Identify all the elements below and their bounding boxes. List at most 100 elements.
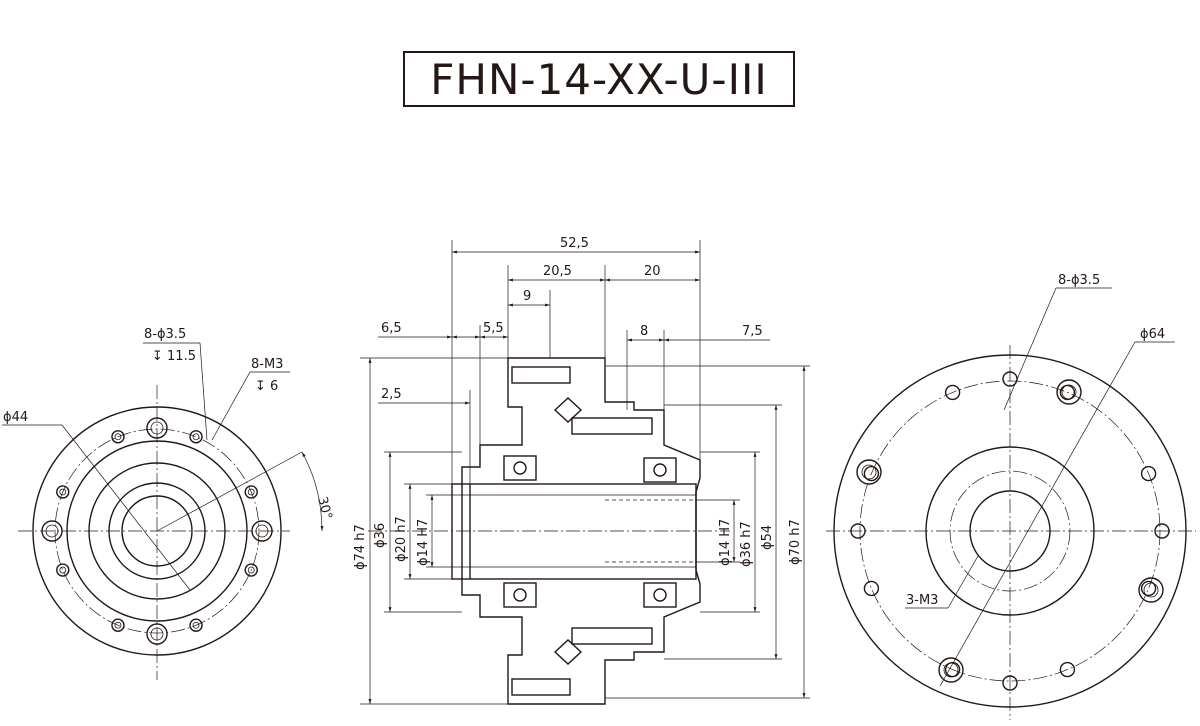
bolt-hole <box>244 563 258 577</box>
angle-arc <box>301 451 324 532</box>
leader-holes-r-diag <box>1003 287 1057 411</box>
bolt-hole-inner <box>59 566 67 574</box>
bearing <box>643 582 677 608</box>
counterbore-hole <box>146 417 168 439</box>
bolt-hole <box>111 430 125 444</box>
bolt-hole <box>189 430 203 444</box>
leader-dia64-diag <box>939 341 1136 687</box>
crossroller-top <box>553 397 583 423</box>
label-9: 9 <box>523 289 531 304</box>
bolt-hole <box>56 485 70 499</box>
bolt-hole <box>189 618 203 632</box>
mount-hole <box>1059 661 1076 678</box>
output-shaft <box>451 483 697 580</box>
bearing <box>503 582 537 608</box>
screw-top <box>571 417 653 435</box>
left-bore-outer <box>108 482 206 580</box>
left-bolt-circle <box>54 428 260 634</box>
bearing-ball <box>653 463 667 477</box>
counterbore-inner <box>255 524 269 538</box>
bolt-hole <box>111 618 125 632</box>
cap-screw-socket <box>1061 384 1077 400</box>
crossroller-bottom <box>553 639 583 665</box>
mount-hole <box>863 465 880 482</box>
right-bore <box>969 490 1051 572</box>
label-8: 8 <box>640 324 648 339</box>
mount-hole <box>1154 523 1170 539</box>
label-holes-a-depth: ↧ 11.5 <box>152 349 196 364</box>
counterbore-hole <box>146 623 168 645</box>
mount-hole <box>944 384 961 401</box>
counterbore-inner <box>150 421 164 435</box>
left-bore <box>121 495 193 567</box>
cap-screw <box>938 657 964 683</box>
bolt-hole-inner <box>247 566 255 574</box>
label-74: ϕ74 h7 <box>353 524 368 570</box>
right-hub <box>925 446 1095 616</box>
label-holes-a: 8-ϕ3.5 <box>144 327 186 342</box>
label-7-5: 7,5 <box>742 324 763 339</box>
label-52-5: 52,5 <box>560 236 589 251</box>
counterbore-inner <box>45 524 59 538</box>
bearing-ball <box>513 588 527 602</box>
cap-screw-socket <box>1143 582 1159 598</box>
right-inner-circle <box>949 470 1071 592</box>
title-box: FHN-14-XX-U-III <box>403 51 795 107</box>
mount-hole <box>1140 465 1157 482</box>
label-54: ϕ54 <box>760 525 775 550</box>
screw-bottom <box>571 627 653 645</box>
bolt-hole <box>56 563 70 577</box>
bearing <box>643 457 677 483</box>
label-5-5: 5,5 <box>483 321 504 336</box>
label-14-r: ϕ14 H7 <box>718 519 733 566</box>
left-view: ϕ44 8-ϕ3.5 ↧ 11.5 8-M3 ↧ 6 30° <box>2 327 335 680</box>
bearings <box>503 455 677 608</box>
bolt-hole-inner <box>192 621 200 629</box>
label-holes-r: 8-ϕ3.5 <box>1058 273 1100 288</box>
bolt-hole-inner <box>192 433 200 441</box>
label-36-r: ϕ36 h7 <box>739 521 754 567</box>
label-dia44: ϕ44 <box>3 410 28 425</box>
label-dia64: ϕ64 <box>1140 327 1165 342</box>
bearing-ball <box>653 588 667 602</box>
left-hub-step <box>88 462 226 600</box>
left-holes <box>41 417 273 645</box>
counterbore-hole <box>41 520 63 542</box>
leader-dia44-diag <box>61 424 191 591</box>
bolt-hole-inner <box>114 433 122 441</box>
cap-screw-socket <box>943 662 959 678</box>
label-holes-b: 8-M3 <box>251 357 283 372</box>
drawing-title: FHN-14-XX-U-III <box>430 55 768 104</box>
leader-holes-b-diag <box>211 371 251 441</box>
bolt-top <box>511 366 571 384</box>
bolt-hole-inner <box>247 488 255 496</box>
label-20: 20 <box>644 264 661 279</box>
counterbore-hole <box>251 520 273 542</box>
bearing <box>503 455 537 481</box>
right-outer <box>833 354 1187 708</box>
counterbore-inner <box>150 627 164 641</box>
section-view: 52,5 20,5 20 9 6,5 5,5 8 7,5 2,5 ϕ74 h7 <box>353 236 810 705</box>
bolt-hole-inner <box>114 621 122 629</box>
label-14-l: ϕ14 H7 <box>416 519 431 566</box>
left-hub-outer <box>66 440 248 622</box>
cap-screw <box>856 459 882 485</box>
cap-screw <box>1056 379 1082 405</box>
label-angle: 30° <box>314 495 334 521</box>
angle-ray <box>156 451 303 532</box>
bolt-hole <box>244 485 258 499</box>
label-holes-b-depth: ↧ 6 <box>255 379 278 394</box>
label-70: ϕ70 h7 <box>788 519 803 565</box>
mount-hole <box>1140 580 1157 597</box>
h-dims: 52,5 20,5 20 9 6,5 5,5 8 7,5 2,5 <box>378 236 770 484</box>
mount-hole <box>863 580 880 597</box>
right-holes <box>850 371 1170 691</box>
label-2-5: 2,5 <box>381 387 402 402</box>
label-20-h7: ϕ20 h7 <box>394 516 409 562</box>
right-bolt-circle <box>859 380 1161 682</box>
label-36-l: ϕ36 <box>373 523 388 548</box>
label-m3: 3-M3 <box>906 593 938 608</box>
bolt-hole-inner <box>59 488 67 496</box>
cap-screw <box>1138 577 1164 603</box>
bearing-ball <box>513 461 527 475</box>
